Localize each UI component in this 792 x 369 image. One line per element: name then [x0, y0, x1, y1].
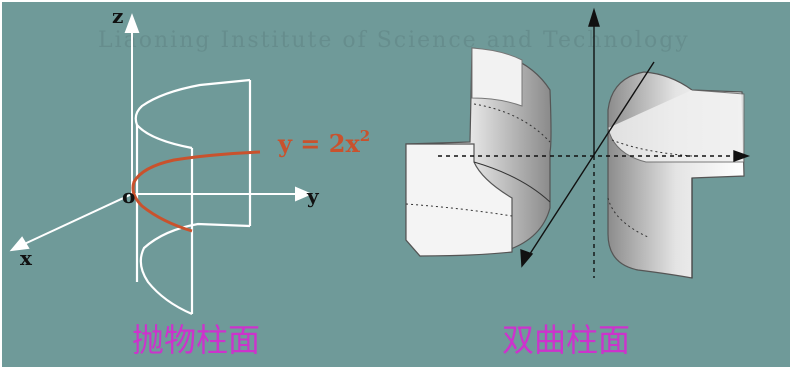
y-axis-label: y [307, 184, 319, 208]
parabolic-surface [134, 78, 252, 316]
parabolic-caption: 抛物柱面 [132, 321, 261, 359]
parabola-equation: y = 2x2 [278, 129, 370, 156]
y-axis-arrow [295, 186, 313, 202]
z-axis-label: z [112, 4, 124, 28]
parabolic-cylinder-figure [9, 13, 313, 316]
origin-label: o [122, 184, 136, 208]
x-axis-arrow [9, 236, 30, 252]
parabola-curve [131, 150, 261, 233]
parabolic-axes [9, 13, 313, 252]
hyperbolic-axes [438, 7, 751, 278]
diagonal-axis [525, 61, 655, 261]
x-axis [19, 193, 133, 247]
hyperbolic-caption: 双曲柱面 [502, 321, 631, 359]
bottom-parabola [139, 222, 251, 316]
top-parabola [134, 78, 251, 150]
hyperbolic-cylinder-figure [405, 7, 751, 279]
hyperbolic-left-sheet [405, 47, 552, 257]
hyperbolic-right-sheet [607, 71, 745, 279]
x-axis-label: x [20, 246, 32, 270]
z-axis-arrow [124, 13, 140, 33]
watermark-text: Liaoning Institute of Science and Techno… [98, 28, 690, 53]
equation-exponent: 2 [359, 127, 371, 145]
equation-text: y = 2x [278, 129, 360, 158]
